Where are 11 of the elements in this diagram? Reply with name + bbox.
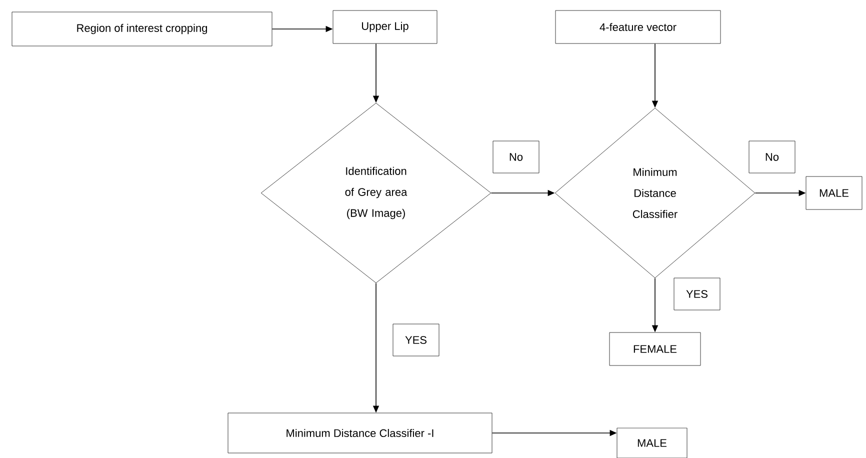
process-box: 4-feature vector [555, 10, 721, 44]
process-box: Minimum Distance Classifier -I [228, 412, 492, 454]
process-box: Upper Lip [332, 10, 438, 44]
edge-label: YES [392, 324, 440, 356]
process-box: Region of interest cropping [12, 12, 272, 46]
edge-label: No [492, 140, 540, 174]
process-box: FEMALE [609, 332, 701, 366]
process-box: MALE [616, 428, 688, 458]
edge-label: YES [674, 278, 720, 310]
process-box: MALE [806, 176, 862, 210]
edge-label: No [748, 140, 796, 174]
